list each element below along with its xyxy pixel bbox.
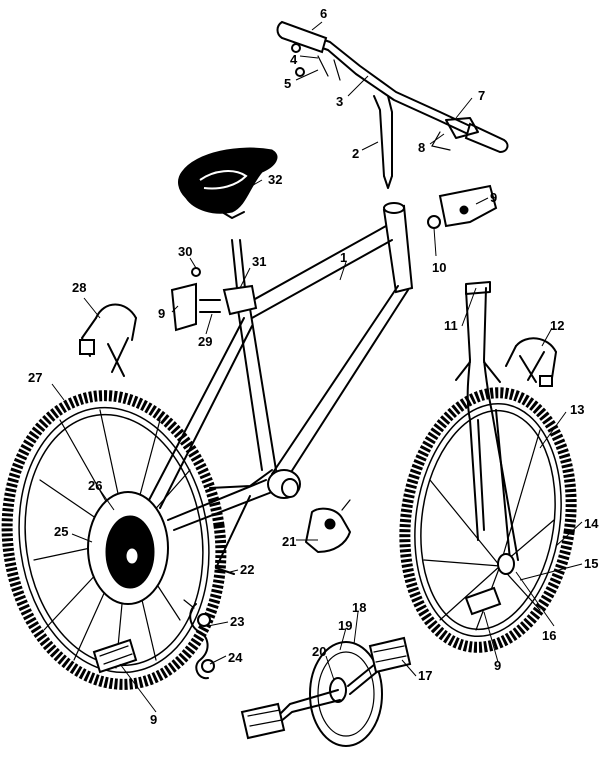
head-tube [382,204,414,294]
callout-26: 26 [88,478,102,493]
callout-29: 29 [198,334,212,349]
callout-31: 31 [252,254,266,269]
callout-11: 11 [444,318,458,333]
callout-21: 21 [282,534,296,549]
right-grip [464,122,509,154]
stem [373,95,393,189]
callout-9-front: 9 [494,658,501,673]
saddle [178,147,278,219]
front-reflector [464,586,502,616]
callout-27: 27 [28,370,42,385]
callout-17: 17 [418,668,432,683]
front-derailleur [305,499,351,553]
callout-14: 14 [584,516,599,531]
seat-reflector [170,282,197,332]
pedal-right [368,636,412,674]
frame [147,202,414,575]
callout-8: 8 [418,140,425,155]
callout-18: 18 [352,600,366,615]
right-brake-lever [431,131,451,151]
callout-19: 19 [338,618,352,633]
callout-13: 13 [570,402,584,417]
front-wheel [399,387,577,653]
callout-2: 2 [352,146,359,161]
callout-15: 15 [584,556,598,571]
callout-3: 3 [336,94,343,109]
rear-wheel [1,390,227,690]
callout-24: 24 [228,650,243,665]
leader-lines [51,21,583,713]
left-shifter [317,55,341,81]
crankset [277,641,385,747]
callout-1: 1 [340,250,347,265]
reflector-bracket [427,184,498,229]
callout-30: 30 [178,244,192,259]
callout-22: 22 [240,562,254,577]
callout-32: 32 [268,172,282,187]
callout-23: 23 [230,614,244,629]
callout-9-seat: 9 [158,306,165,321]
callout-28: 28 [72,280,86,295]
right-shifter [445,117,479,139]
handlebar [276,20,509,154]
rear-brake [79,303,137,377]
left-grip [276,20,328,54]
callout-6: 6 [320,6,327,21]
callout-20: 20 [312,644,326,659]
callout-10: 10 [432,260,446,275]
callouts: 6 4 5 3 7 8 2 32 9 10 1 30 31 28 9 29 11… [28,6,599,727]
fork [455,281,519,561]
callout-25: 25 [54,524,68,539]
callout-12: 12 [550,318,564,333]
callout-9-top: 9 [490,190,497,205]
callout-16: 16 [542,628,556,643]
callout-7: 7 [478,88,485,103]
front-brake [505,337,557,387]
pedal-left [240,702,286,740]
callout-9-rear: 9 [150,712,157,727]
callout-5: 5 [284,76,291,91]
callout-4: 4 [290,52,298,67]
